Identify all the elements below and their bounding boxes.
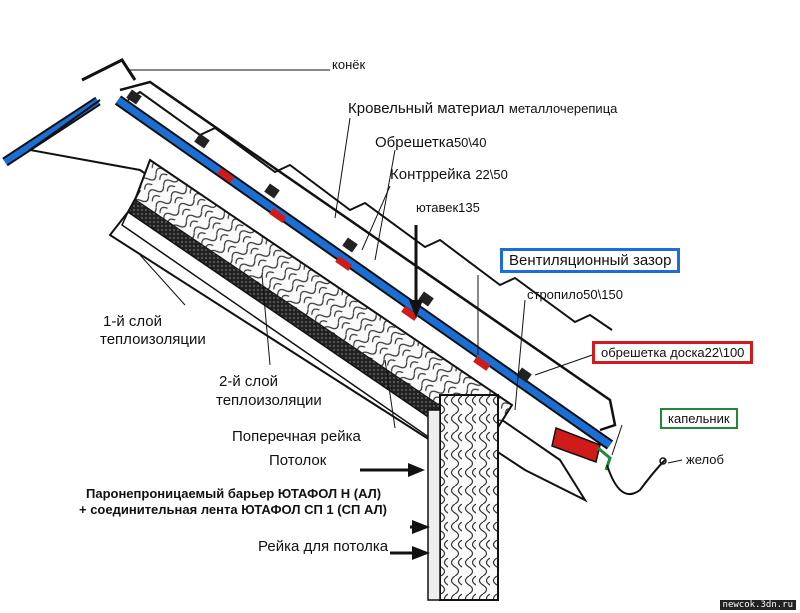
ridge-cap [81,58,137,82]
arrows [360,225,430,560]
label-rafter: стропило50\150 [527,287,623,302]
label-insulation-1-line2: теплоизоляции [100,331,206,348]
leader-lines [128,69,683,464]
label-counter-batten-bold: Контррейка [390,166,471,183]
label-ceiling-batten: Рейка для потолка [258,538,389,555]
label-roofing-material: Кровельный материал металлочерепица [348,100,617,118]
label-ridge: конёк [332,57,366,72]
label-battens-normal: 50\40 [453,135,487,150]
label-counter-batten: Контррейка 22\50 [390,166,508,184]
label-vapor-barrier-line2: + соединительная лента ЮТАФОЛ СП 1 (СП А… [79,502,387,517]
label-gutter: желоб [686,452,724,467]
red-battens [217,167,491,371]
label-insulation-2-line1: 2-й слой [219,373,279,390]
label-drip-edge: капельник [660,408,738,429]
eave-board [551,426,601,463]
label-roofing-material-normal: металлочерепица [508,101,618,116]
inner-lining [108,189,431,441]
label-ventilation-gap: Вентиляционный зазор [500,248,681,273]
label-insulation-1-line1: 1-й слой [103,313,163,330]
roofing-steps [127,90,613,331]
watermark: newcok.3dn.ru [719,600,796,610]
label-cross-batten: Поперечная рейка [232,428,361,445]
label-battens-bold: Обрешетка [375,134,454,151]
label-battens: Обрешетка50\40 [375,134,486,152]
gutter-hook [659,457,667,465]
left-blue-layer [3,98,100,165]
gutter-shape [606,459,666,496]
vapor-strip [128,200,490,455]
label-counter-batten-normal: 22\50 [475,167,508,182]
blue-membrane-layer [115,97,613,448]
label-board-batten: обрешетка доска22\100 [592,341,754,364]
label-ceiling: Потолок [269,452,327,469]
wall-insulation [439,394,499,601]
label-vapor-barrier-line1: Паронепроницаемый барьер ЮТАФОЛ Н (АЛ) [86,486,382,501]
wall-lining [427,409,441,601]
label-insulation-2-line2: теплоизоляции [216,392,322,409]
label-roofing-material-bold: Кровельный материал [348,100,505,117]
battens [126,89,532,383]
label-membrane: ютавек135 [416,200,480,215]
roofing-sheet [119,80,617,432]
